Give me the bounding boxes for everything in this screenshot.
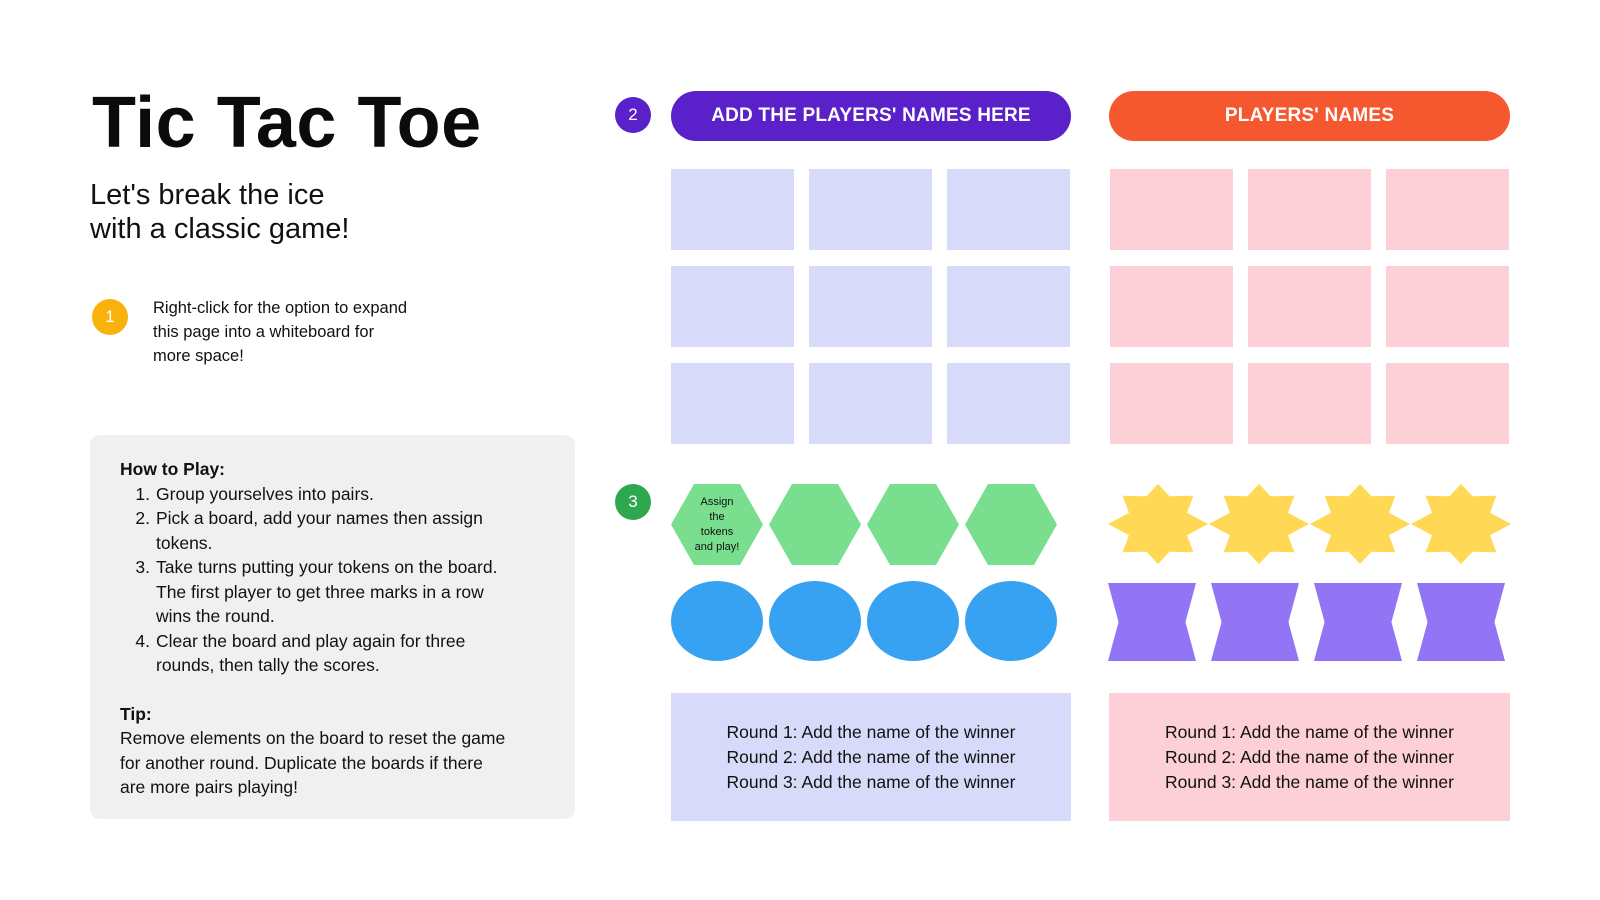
hexagon-token[interactable]: Assign the tokens and play!: [671, 484, 763, 565]
item-line: Take turns putting your tokens on the bo…: [156, 557, 498, 577]
how-to-play-list: 1. Group yourselves into pairs. 2. Pick …: [120, 482, 545, 678]
bowtie-token[interactable]: [1314, 583, 1402, 661]
star-token[interactable]: [1108, 484, 1208, 564]
item-number: 2.: [135, 508, 150, 528]
step-3-badge: 3: [615, 484, 651, 520]
subtitle-line: with a classic game!: [90, 213, 350, 245]
board-cell[interactable]: [1248, 363, 1371, 444]
star-token[interactable]: [1310, 484, 1410, 564]
hexagon-label-line: and play!: [694, 540, 740, 553]
board-cell[interactable]: [1110, 363, 1233, 444]
tip-line: Remove elements on the board to reset th…: [120, 728, 506, 748]
item-line: Pick a board, add your names then assign: [156, 508, 483, 528]
item-text: Take turns putting your tokens on the bo…: [156, 555, 497, 629]
left-game-board: [671, 169, 1070, 444]
star-shape-icon: [1310, 484, 1410, 564]
step-1-line: this page into a whiteboard for: [153, 323, 375, 341]
how-to-play-item: 1. Group yourselves into pairs.: [120, 482, 545, 507]
left-board-players-header[interactable]: ADD THE PLAYERS' NAMES HERE: [671, 91, 1071, 141]
step-1-line: more space!: [153, 347, 244, 365]
step-1-line: Right-click for the option to expand: [153, 299, 408, 317]
page-subtitle: Let's break the ice with a classic game!: [90, 178, 350, 246]
hexagon-label-line: the: [709, 510, 725, 523]
board-cell[interactable]: [947, 266, 1070, 347]
hexagon-token-row: Assign the tokens and play!: [671, 484, 1057, 565]
left-round-results[interactable]: Round 1: Add the name of the winner Roun…: [671, 693, 1071, 821]
hexagon-token[interactable]: [867, 484, 959, 565]
round-result-line: Round 3: Add the name of the winner: [1165, 771, 1454, 792]
board-cell[interactable]: [671, 169, 794, 250]
board-cell[interactable]: [671, 363, 794, 444]
item-line: wins the round.: [156, 606, 275, 626]
item-text: Pick a board, add your names then assign…: [156, 506, 483, 555]
how-to-play-item: 4. Clear the board and play again for th…: [120, 629, 545, 678]
bowtie-token[interactable]: [1108, 583, 1196, 661]
board-cell[interactable]: [1110, 169, 1233, 250]
item-line: Clear the board and play again for three: [156, 630, 466, 651]
hexagon-label-line: Assign: [700, 495, 734, 508]
circle-token[interactable]: [769, 581, 861, 661]
item-line: Group yourselves into pairs.: [156, 483, 374, 504]
item-number: 3.: [135, 557, 150, 577]
board-cell[interactable]: [809, 266, 932, 347]
step-2-badge: 2: [615, 97, 651, 133]
circle-token[interactable]: [671, 581, 763, 661]
star-token-row: [1108, 484, 1511, 564]
board-cell[interactable]: [1386, 363, 1509, 444]
how-to-play-item: 2. Pick a board, add your names then ass…: [120, 506, 545, 555]
item-number: 1.: [135, 483, 150, 504]
board-cell[interactable]: [1386, 169, 1509, 250]
bowtie-token[interactable]: [1211, 583, 1299, 661]
round-result-line: Round 1: Add the name of the winner: [726, 721, 1016, 742]
star-shape-icon: [1108, 484, 1208, 564]
circle-token[interactable]: [965, 581, 1057, 661]
hexagon-token[interactable]: [965, 484, 1057, 565]
hexagon-label-line: tokens: [700, 525, 734, 538]
board-cell[interactable]: [947, 363, 1070, 444]
bowtie-token[interactable]: [1417, 583, 1505, 661]
how-to-play-panel: How to Play: 1. Group yourselves into pa…: [90, 435, 575, 819]
right-board-players-header[interactable]: PLAYERS' NAMES: [1109, 91, 1510, 141]
item-line: The first player to get three marks in a…: [156, 581, 484, 602]
step-1-badge: 1: [92, 299, 128, 335]
board-cell[interactable]: [1386, 266, 1509, 347]
star-token[interactable]: [1209, 484, 1309, 564]
star-token[interactable]: [1411, 484, 1511, 564]
hexagon-token-label: Assign the tokens and play!: [695, 495, 740, 555]
round-result-line: Round 2: Add the name of the winner: [726, 746, 1016, 767]
hexagon-token[interactable]: [769, 484, 861, 565]
item-line: rounds, then tally the scores.: [156, 655, 380, 675]
tip-line: for another round. Duplicate the boards …: [120, 752, 483, 773]
tip-text: Remove elements on the board to reset th…: [120, 726, 545, 800]
board-cell[interactable]: [671, 266, 794, 347]
how-to-play-heading: How to Play:: [120, 459, 226, 479]
star-shape-icon: [1411, 484, 1511, 564]
round-result-line: Round 2: Add the name of the winner: [1165, 746, 1454, 767]
page-title: Tic Tac Toe: [92, 83, 482, 163]
round-result-line: Round 1: Add the name of the winner: [1165, 721, 1454, 742]
board-cell[interactable]: [1248, 266, 1371, 347]
item-text: Clear the board and play again for three…: [156, 629, 465, 678]
board-cell[interactable]: [1248, 169, 1371, 250]
item-number: 4.: [135, 630, 150, 651]
board-cell[interactable]: [809, 363, 932, 444]
item-line: tokens.: [156, 532, 213, 553]
board-cell[interactable]: [1110, 266, 1233, 347]
item-text: Group yourselves into pairs.: [156, 482, 374, 507]
tip-heading: Tip:: [120, 703, 152, 724]
board-cell[interactable]: [809, 169, 932, 250]
step-1-instructions: Right-click for the option to expand thi…: [153, 296, 407, 368]
circle-token-row: [671, 581, 1057, 661]
how-to-play-item: 3. Take turns putting your tokens on the…: [120, 555, 545, 629]
round-result-line: Round 3: Add the name of the winner: [726, 771, 1016, 792]
subtitle-line: Let's break the ice: [90, 179, 325, 211]
circle-token[interactable]: [867, 581, 959, 661]
board-cell[interactable]: [947, 169, 1070, 250]
bowtie-token-row: [1108, 583, 1505, 661]
tip-line: are more pairs playing!: [120, 777, 298, 797]
right-round-results[interactable]: Round 1: Add the name of the winner Roun…: [1109, 693, 1510, 821]
star-shape-icon: [1209, 484, 1309, 564]
right-game-board: [1110, 169, 1509, 444]
